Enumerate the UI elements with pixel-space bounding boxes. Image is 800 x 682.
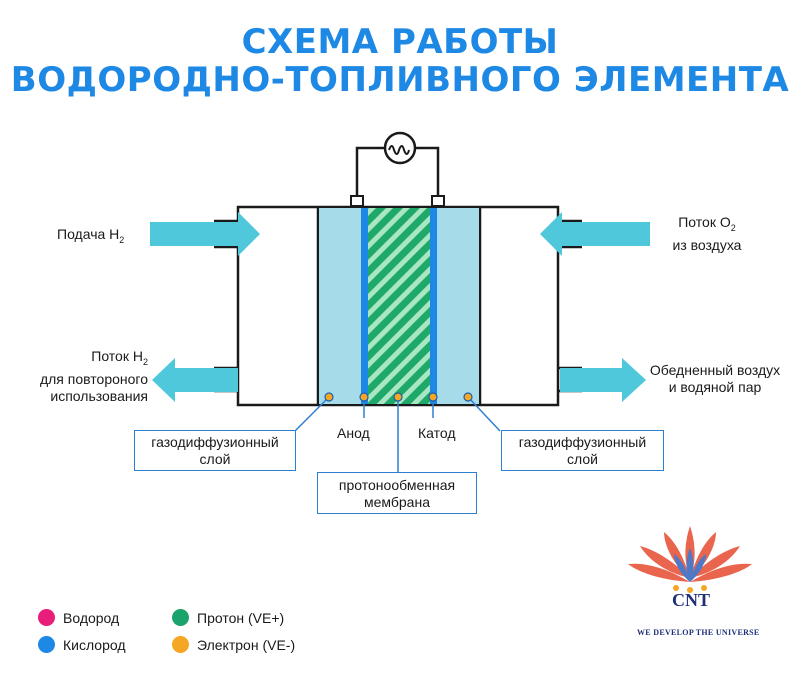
logo-name: CNT — [672, 590, 711, 610]
arrow-exhaust-out — [560, 358, 646, 402]
label-exhaust: Обедненный воздух и водяной пар — [649, 362, 781, 395]
title-line-1: СХЕМА РАБОТЫ — [241, 22, 559, 62]
membrane-layer — [368, 208, 430, 404]
label-gdl-right: газодиффузионный слой — [501, 430, 664, 471]
load-icon — [383, 131, 417, 165]
arrow-o2-in — [540, 212, 650, 256]
gdl-left — [319, 208, 361, 404]
arrow-h2-out — [152, 358, 238, 402]
gdl-right — [437, 208, 479, 404]
hydrogen-dot-icon — [38, 609, 55, 626]
legend-oxygen: Кислород — [38, 636, 126, 653]
title-line-2: ВОДОРОДНО-ТОПЛИВНОГО ЭЛЕМЕНТА — [10, 60, 790, 100]
anode-terminal — [350, 195, 364, 207]
label-cathode: Катод — [418, 425, 456, 441]
label-return-h2: Поток H2 для повтороного использования — [39, 348, 148, 404]
logo-slogan: WE DEVELOP THE UNIVERSE — [637, 628, 760, 637]
legend-hydrogen: Водород — [38, 609, 119, 626]
label-gdl-left: газодиффузионный слой — [134, 430, 296, 471]
legend-electron: Электрон (VE-) — [172, 636, 295, 653]
arrow-h2-in — [150, 212, 260, 256]
external-circuit — [355, 146, 440, 202]
label-membrane: протонообменная мембрана — [317, 472, 477, 514]
label-anode: Анод — [337, 425, 370, 441]
cathode-terminal — [431, 195, 445, 207]
label-supply-h2: Подача H2 — [57, 226, 125, 245]
logo-lotus-icon — [628, 526, 752, 593]
cathode-layer — [430, 208, 437, 404]
legend-proton: Протон (VE+) — [172, 609, 284, 626]
oxygen-dot-icon — [38, 636, 55, 653]
anode-layer — [361, 208, 368, 404]
label-flow-o2: Поток O2 из воздуха — [672, 214, 742, 253]
electron-dot-icon — [172, 636, 189, 653]
proton-dot-icon — [172, 609, 189, 626]
